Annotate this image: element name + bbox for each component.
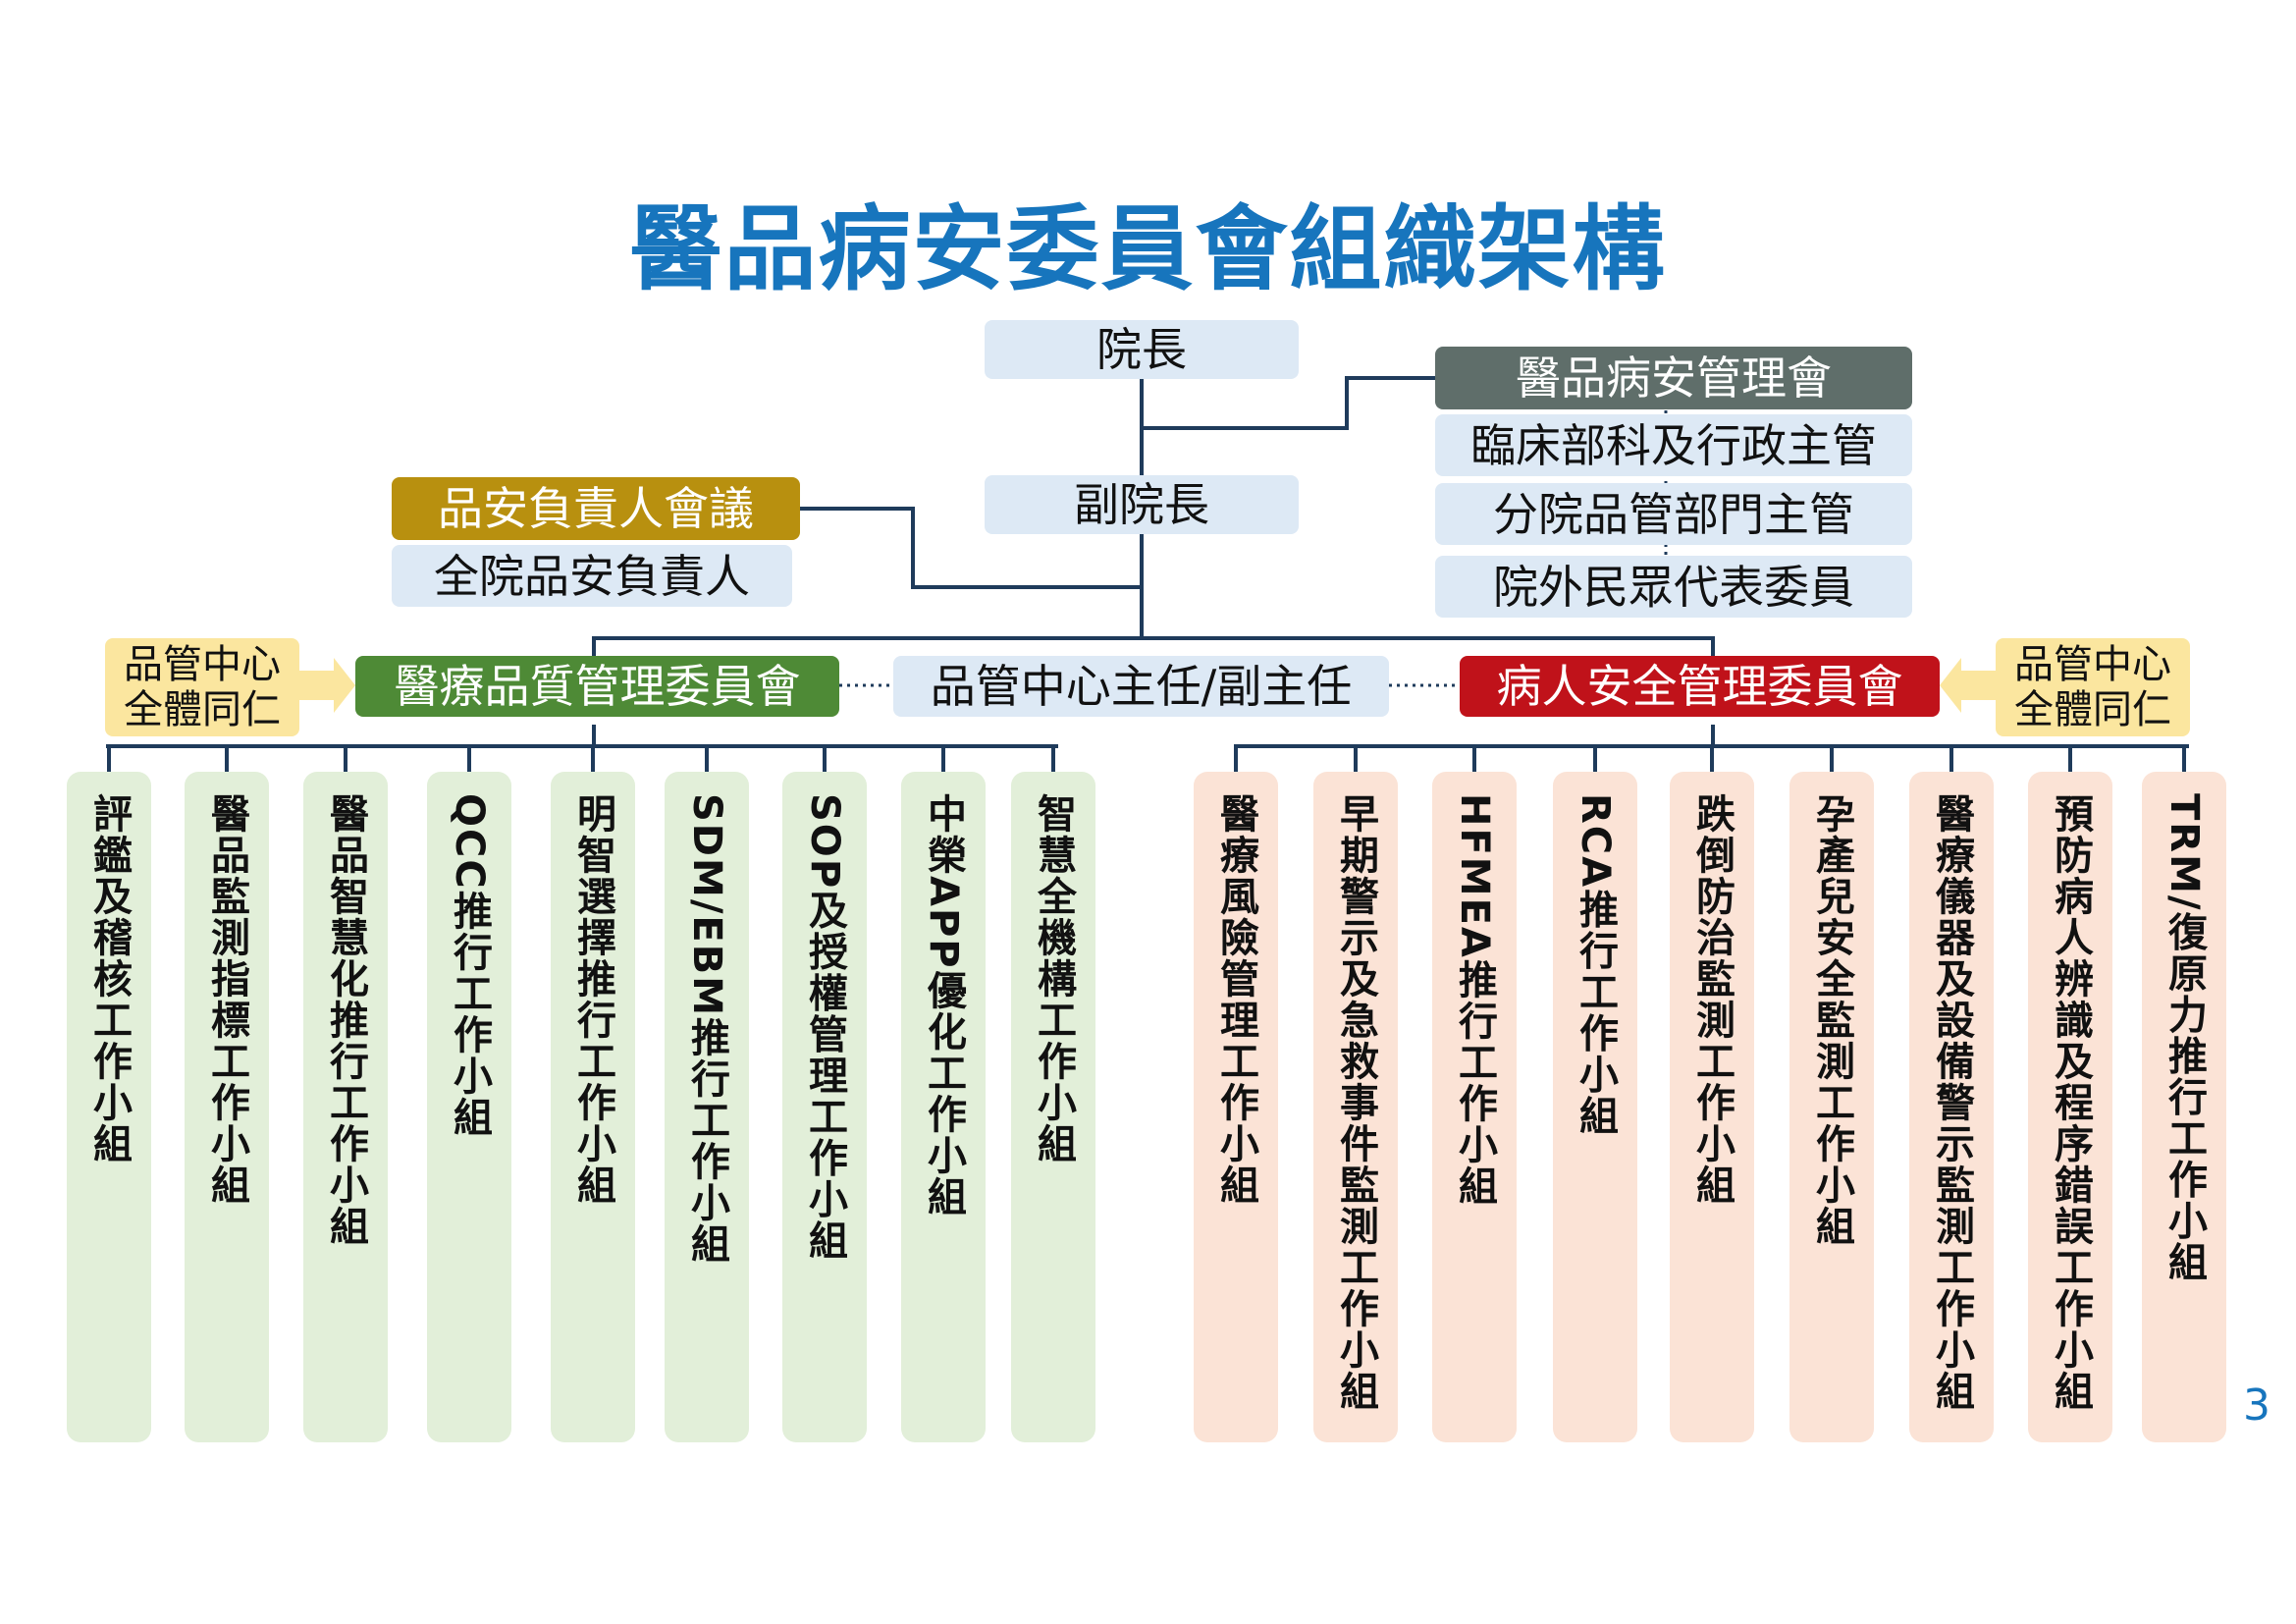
page-title: 醫品病安委員會組織架構 <box>629 196 1667 303</box>
quality-group-7: SOP及授權管理工作小組 <box>782 772 867 1442</box>
qm-director-box: 品管中心主任/副主任 <box>893 656 1389 717</box>
safety-meeting-header: 品安負責人會議 <box>392 477 800 540</box>
safety-meeting-link <box>800 507 1142 589</box>
quality-group-label: SOP及授權管理工作小組 <box>802 793 847 1262</box>
safety-group-label: 跌倒防治監測工作小組 <box>1689 793 1735 1206</box>
safety-group-7: 醫療儀器及設備警示監測工作小組 <box>1909 772 1994 1442</box>
safety-group-label: 早期警示及急救事件監測工作小組 <box>1333 793 1378 1412</box>
qm-staff-left-line1: 品管中心 <box>124 642 281 687</box>
safety-group-9: TRM/復原力推行工作小組 <box>2142 772 2226 1442</box>
safety-group-2: 早期警示及急救事件監測工作小組 <box>1313 772 1398 1442</box>
quality-group-3: 醫品智慧化推行工作小組 <box>303 772 388 1442</box>
president-box: 院長 <box>985 320 1299 379</box>
quality-group-label: 評鑑及稽核工作小組 <box>86 793 132 1164</box>
quality-group-9: 智慧全機構工作小組 <box>1011 772 1095 1442</box>
council-member-clinical: 臨床部科及行政主管 <box>1435 414 1912 476</box>
safety-meeting-member: 全院品安負責人 <box>392 545 792 607</box>
quality-group-6: SDM/EBM推行工作小組 <box>665 772 749 1442</box>
quality-group-label: 醫品智慧化推行工作小組 <box>323 793 368 1247</box>
qm-staff-left: 品管中心 全體同仁 <box>105 638 299 736</box>
quality-group-2: 醫品監測指標工作小組 <box>185 772 269 1442</box>
quality-group-label: 明智選擇推行工作小組 <box>570 793 615 1206</box>
safety-group-label: HFMEA推行工作小組 <box>1452 793 1497 1207</box>
qm-staff-right-line2: 全體同仁 <box>2014 687 2171 732</box>
safety-committee-header: 病人安全管理委員會 <box>1460 656 1940 717</box>
council-member-branch: 分院品管部門主管 <box>1435 483 1912 545</box>
quality-group-label: 中榮APP優化工作小組 <box>921 793 966 1218</box>
safety-group-label: TRM/復原力推行工作小組 <box>2162 793 2207 1283</box>
quality-group-4: QCC推行工作小組 <box>427 772 511 1442</box>
qm-staff-left-line2: 全體同仁 <box>124 687 281 732</box>
page-number: 3 <box>2243 1380 2270 1431</box>
arrow-right-icon <box>299 658 355 713</box>
safety-group-label: 醫療儀器及設備警示監測工作小組 <box>1929 793 1974 1412</box>
safety-group-6: 孕產兒安全監測工作小組 <box>1789 772 1874 1442</box>
safety-group-label: 孕產兒安全監測工作小組 <box>1809 793 1854 1247</box>
quality-group-label: 智慧全機構工作小組 <box>1031 793 1076 1164</box>
safety-group-label: 醫療風險管理工作小組 <box>1213 793 1258 1206</box>
qm-staff-right-line1: 品管中心 <box>2014 642 2171 687</box>
safety-group-8: 預防病人辨識及程序錯誤工作小組 <box>2028 772 2112 1442</box>
quality-group-label: QCC推行工作小組 <box>447 793 492 1138</box>
quality-group-1: 評鑑及稽核工作小組 <box>67 772 151 1442</box>
quality-group-5: 明智選擇推行工作小組 <box>551 772 635 1442</box>
safety-group-label: 預防病人辨識及程序錯誤工作小組 <box>2048 793 2093 1412</box>
safety-group-3: HFMEA推行工作小組 <box>1432 772 1517 1442</box>
safety-group-5: 跌倒防治監測工作小組 <box>1670 772 1754 1442</box>
quality-group-8: 中榮APP優化工作小組 <box>901 772 986 1442</box>
council-member-public: 院外民眾代表委員 <box>1435 556 1912 618</box>
qm-staff-right: 品管中心 全體同仁 <box>1996 638 2190 736</box>
quality-group-label: 醫品監測指標工作小組 <box>204 793 249 1206</box>
quality-committee-header: 醫療品質管理委員會 <box>355 656 839 717</box>
quality-group-label: SDM/EBM推行工作小組 <box>684 793 729 1266</box>
safety-group-4: RCA推行工作小組 <box>1553 772 1637 1442</box>
management-council-header: 醫品病安管理會 <box>1435 347 1912 409</box>
council-link <box>1142 376 1435 430</box>
safety-group-label: RCA推行工作小組 <box>1573 793 1618 1137</box>
arrow-left-icon <box>1940 658 1996 713</box>
vice-president-box: 副院長 <box>985 475 1299 534</box>
safety-group-1: 醫療風險管理工作小組 <box>1194 772 1278 1442</box>
